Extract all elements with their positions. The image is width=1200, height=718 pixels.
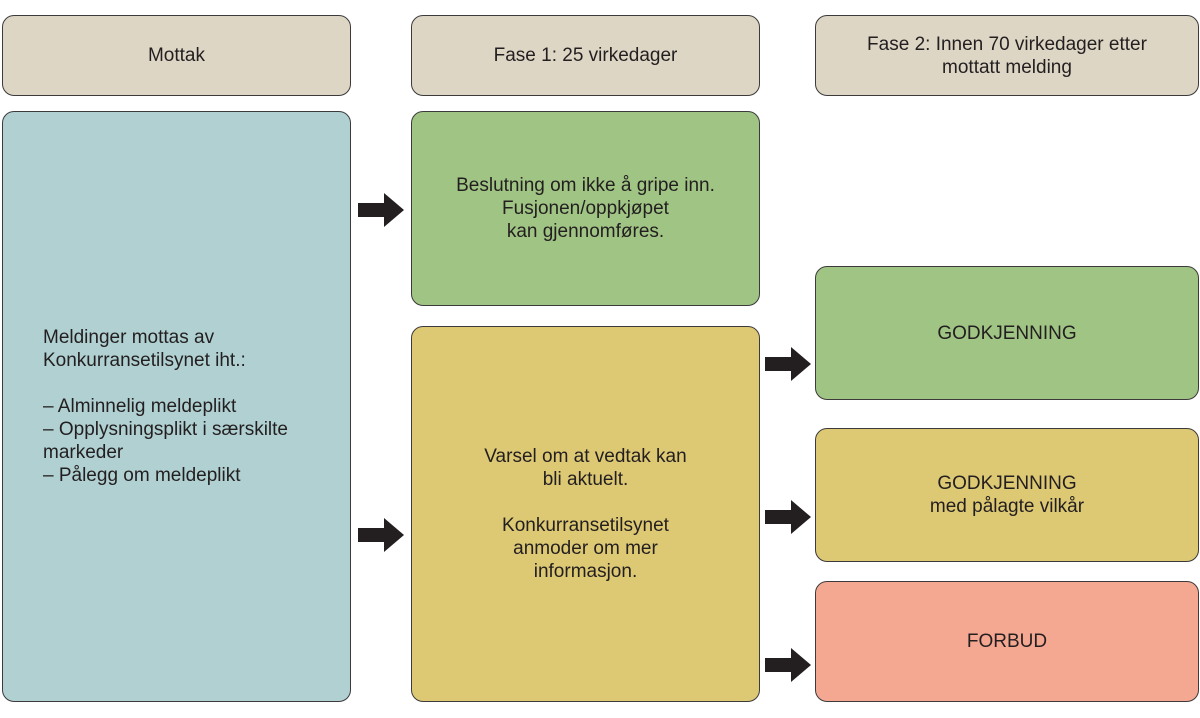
arrow-icon-varsel-to-godkjenning	[765, 347, 811, 381]
header-fase1-label: Fase 1: 25 virkedager	[493, 45, 678, 66]
godkjenning-text: GODKJENNING	[937, 322, 1077, 344]
box-godkjenning: GODKJENNING	[815, 266, 1199, 400]
arrow-icon-mottak-to-beslutning	[358, 193, 404, 227]
header-mottak: Mottak	[2, 15, 351, 96]
arrow-icon-varsel-to-forbud	[765, 648, 811, 682]
arrow-icon-mottak-to-varsel	[358, 518, 404, 552]
varsel-text: Varsel om at vedtak kan bli aktuelt. Kon…	[484, 446, 687, 582]
forbud-text: FORBUD	[966, 631, 1048, 652]
header-fase2: Fase 2: Innen 70 virkedager etter mottat…	[815, 15, 1199, 96]
meldinger-text: Meldinger mottas av Konkurransetilsynet …	[43, 327, 288, 486]
godkjenning-vilkar-text: GODKJENNING med pålagte vilkår	[929, 473, 1085, 517]
beslutning-text: Beslutning om ikke å gripe inn. Fusjonen…	[456, 175, 715, 242]
header-fase1: Fase 1: 25 virkedager	[411, 15, 760, 96]
header-mottak-label: Mottak	[147, 45, 206, 66]
box-varsel: Varsel om at vedtak kan bli aktuelt. Kon…	[411, 326, 760, 702]
box-forbud: FORBUD	[815, 581, 1199, 702]
arrow-icon-varsel-to-vilkar	[765, 500, 811, 534]
header-fase2-label: Fase 2: Innen 70 virkedager etter mottat…	[867, 33, 1147, 78]
box-meldinger: Meldinger mottas av Konkurransetilsynet …	[2, 111, 351, 702]
box-godkjenning-vilkar: GODKJENNING med pålagte vilkår	[815, 428, 1199, 562]
box-beslutning: Beslutning om ikke å gripe inn. Fusjonen…	[411, 111, 760, 306]
